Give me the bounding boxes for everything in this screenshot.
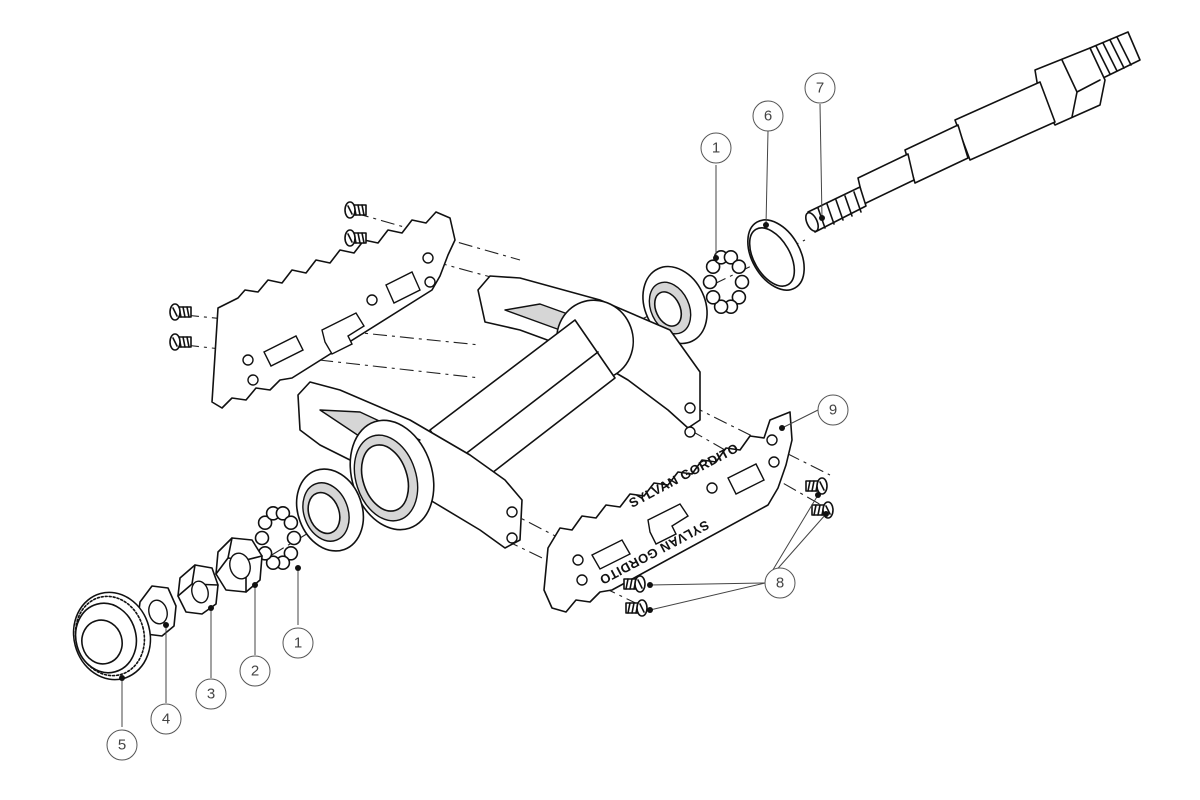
front-plate-window-2 bbox=[647, 503, 689, 545]
bearing-ball-bottom-2 bbox=[283, 545, 299, 561]
locknut bbox=[215, 537, 263, 593]
body-hub-front-bore bbox=[360, 444, 410, 512]
bearing-ball-bottom-4 bbox=[265, 555, 281, 571]
bearing-ball-top-9 bbox=[723, 249, 739, 265]
leader-8d bbox=[649, 582, 766, 611]
back-plate-window-2 bbox=[321, 312, 365, 355]
back-plate-window-1 bbox=[263, 335, 304, 367]
bearing-ball-top-4 bbox=[713, 299, 729, 315]
bearing-ball-bottom-1 bbox=[286, 530, 302, 546]
body-arm-rear-hole-2 bbox=[684, 426, 696, 438]
back-plate-hole-4 bbox=[422, 252, 434, 264]
front-screws bbox=[623, 477, 834, 617]
centerline-back-plate-bottom bbox=[184, 344, 481, 379]
callout-9: 9 bbox=[817, 394, 849, 426]
back-screw-2 bbox=[344, 229, 367, 247]
spindle-shaft-mid bbox=[904, 124, 969, 184]
bearing-ball-bottom-9 bbox=[275, 505, 291, 521]
bearing-ball-top-5 bbox=[705, 289, 721, 305]
bearing-ball-top-7 bbox=[705, 259, 721, 275]
back-plate-hole-2 bbox=[247, 374, 259, 386]
svg-text:3: 3 bbox=[207, 686, 215, 703]
traction-plate-front: SYLVAN GORDITO SYLVAN GORDITO bbox=[543, 411, 793, 613]
spindle-tip-face bbox=[805, 211, 819, 233]
bearing-ball-top-6 bbox=[702, 274, 718, 290]
front-screw-3 bbox=[623, 575, 646, 593]
svg-text:2: 2 bbox=[251, 663, 259, 680]
front-screw-2 bbox=[811, 501, 834, 519]
body-arm-front-hole-2 bbox=[506, 532, 518, 544]
callouts: 1 6 7 9 8 1 2 3 bbox=[106, 72, 849, 761]
back-screw-3 bbox=[169, 303, 192, 321]
front-plate-hole-4 bbox=[766, 434, 778, 446]
front-plate-window-3 bbox=[727, 463, 765, 495]
bearing-balls-bottom bbox=[254, 505, 302, 571]
back-screws bbox=[169, 201, 367, 351]
back-screw-4 bbox=[169, 333, 192, 351]
svg-text:1: 1 bbox=[294, 635, 302, 652]
front-screw-1 bbox=[805, 477, 828, 495]
front-plate-hole-1 bbox=[572, 554, 584, 566]
back-plate-hole-5 bbox=[424, 276, 436, 288]
svg-text:8: 8 bbox=[776, 575, 784, 592]
callout-3: 3 bbox=[195, 678, 227, 710]
svg-text:1: 1 bbox=[712, 140, 720, 157]
bearing-ball-top-2 bbox=[731, 289, 747, 305]
leader-6 bbox=[765, 130, 769, 226]
front-plate-window-1 bbox=[591, 539, 631, 570]
callout-8: 8 bbox=[764, 567, 796, 599]
svg-text:5: 5 bbox=[118, 737, 126, 754]
leader-7 bbox=[819, 103, 823, 219]
svg-text:4: 4 bbox=[162, 711, 170, 728]
bearing-ball-bottom-10 bbox=[283, 515, 299, 531]
leader-9 bbox=[781, 409, 819, 429]
seal-inner bbox=[748, 227, 796, 287]
body-arm-rear-hole-1 bbox=[684, 402, 696, 414]
leader-8c bbox=[649, 582, 766, 586]
svg-text:7: 7 bbox=[816, 80, 824, 97]
traction-plate-back bbox=[211, 211, 456, 409]
front-plate-hole-5 bbox=[768, 456, 780, 468]
callout-6: 6 bbox=[752, 100, 784, 132]
back-plate-window-3 bbox=[385, 271, 421, 304]
spindle-shaft-small bbox=[857, 153, 915, 205]
spindle-threads bbox=[1095, 36, 1132, 75]
front-plate-hole-3 bbox=[706, 482, 718, 494]
bearing-cup-inner bbox=[642, 265, 708, 345]
bearing-balls-top bbox=[702, 249, 750, 315]
bearing-cup-outer bbox=[295, 468, 365, 552]
front-plate-hole-2 bbox=[576, 574, 588, 586]
seal bbox=[747, 219, 805, 291]
bearing-ball-top-10 bbox=[731, 259, 747, 275]
leader-dots bbox=[119, 215, 829, 681]
spindle-shaft-large bbox=[954, 81, 1056, 161]
bearing-ball-bottom-7 bbox=[257, 515, 273, 531]
svg-text:6: 6 bbox=[764, 108, 772, 125]
bearing-ball-top-1 bbox=[734, 274, 750, 290]
callout-5: 5 bbox=[106, 729, 138, 761]
back-screw-1 bbox=[344, 201, 367, 219]
back-plate-hole-3 bbox=[366, 294, 378, 306]
washer bbox=[177, 564, 219, 615]
body-arm-front-hole-1 bbox=[506, 506, 518, 518]
leader-8a bbox=[764, 494, 819, 584]
back-plate-hole-1 bbox=[242, 354, 254, 366]
dust-cap bbox=[72, 591, 152, 681]
callout-4: 4 bbox=[150, 703, 182, 735]
callout-1-top: 1 bbox=[700, 132, 732, 164]
callout-1-bottom: 1 bbox=[282, 627, 314, 659]
bearing-ball-bottom-6 bbox=[254, 530, 270, 546]
spindle bbox=[805, 31, 1141, 233]
pedal-body bbox=[297, 275, 701, 549]
front-screw-4 bbox=[625, 599, 648, 617]
svg-text:9: 9 bbox=[829, 402, 837, 419]
callout-7: 7 bbox=[804, 72, 836, 104]
callout-2: 2 bbox=[239, 655, 271, 687]
spindle-hex-edges bbox=[1061, 59, 1101, 118]
